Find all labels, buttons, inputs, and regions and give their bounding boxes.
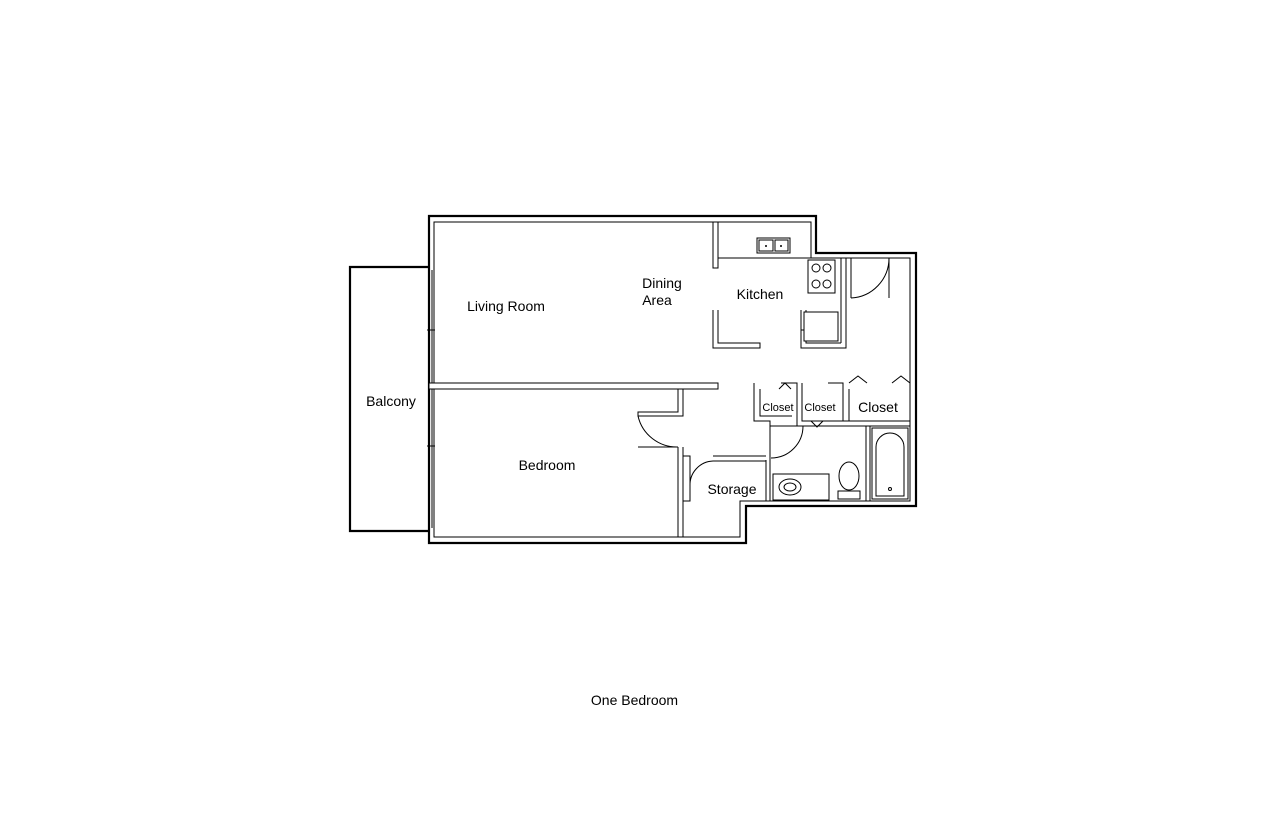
dining-area-label-line2: Area [642, 292, 672, 308]
bedroom-label: Bedroom [519, 457, 576, 473]
fixtures [756, 237, 909, 501]
closet-1-inner [759, 389, 792, 417]
closet-1-bifold [778, 382, 792, 390]
plan-caption: One Bedroom [590, 692, 679, 708]
bedroom-door-swing [637, 415, 679, 448]
bathtub [871, 427, 909, 500]
exterior-wall-inner [433, 221, 911, 538]
dining-area-label-line1: Dining [642, 275, 682, 291]
balcony-railing [348, 265, 429, 533]
balcony [348, 265, 429, 533]
closet-1-label: Closet [762, 402, 793, 414]
closet-3-walls [842, 383, 910, 422]
balcony-label: Balcony [366, 393, 416, 409]
bathroom-sink [772, 473, 830, 501]
stove [807, 259, 836, 294]
toilet [837, 461, 861, 500]
storage-door-swing [689, 460, 714, 487]
doors [637, 257, 911, 487]
bedroom-door-jamb [637, 389, 684, 417]
kitchen-wall-east [800, 258, 847, 349]
closet-3-label: Closet [858, 399, 898, 415]
closet-3-bifold [891, 375, 911, 384]
refrigerator [801, 311, 839, 342]
living-bedroom-wall [428, 382, 719, 390]
storage-label: Storage [707, 481, 756, 497]
kitchen-label: Kitchen [737, 286, 784, 302]
living-room-label: Living Room [467, 298, 545, 314]
closet-2-label: Closet [804, 402, 835, 414]
closet-3-bifold [848, 375, 868, 384]
entry-door-swing [850, 257, 890, 299]
interior-walls [428, 222, 910, 537]
kitchen-sink [756, 237, 791, 254]
bath-door-swing [770, 425, 804, 459]
closet-2-bifold [810, 420, 824, 428]
exterior-wall-outer [427, 214, 918, 545]
kitchen-island-wall [712, 310, 761, 349]
exterior-walls [427, 214, 918, 545]
storage-door-frame [683, 455, 691, 502]
kitchen-wall [712, 222, 719, 269]
